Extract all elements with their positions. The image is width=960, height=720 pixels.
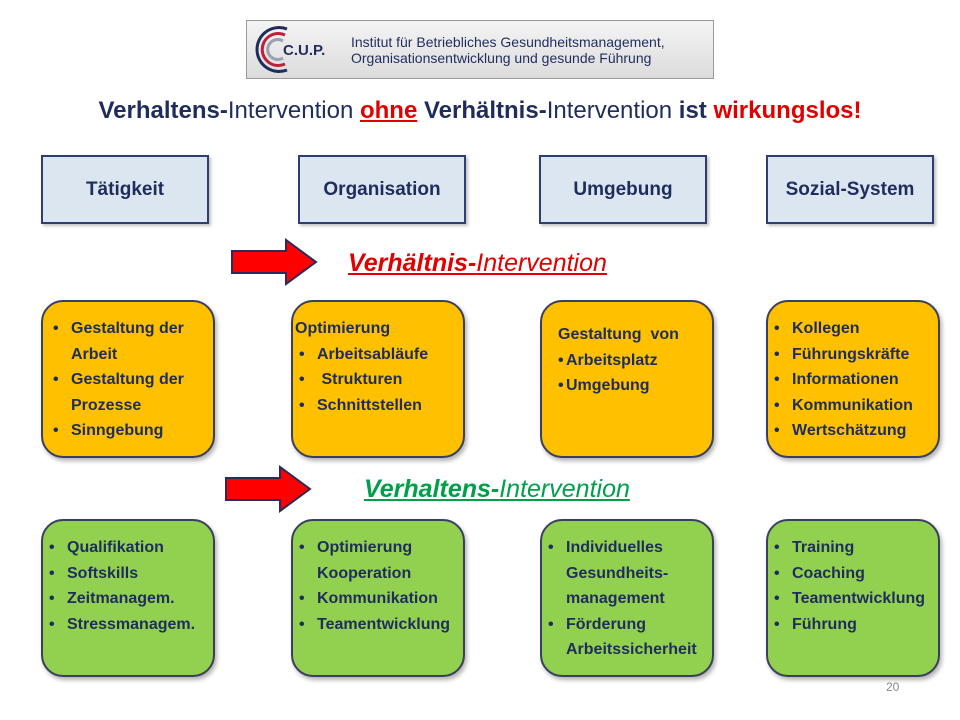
list-item: Individuelles xyxy=(544,535,712,561)
list-item: Kommunikation xyxy=(295,586,459,612)
list-item: Gestaltung der xyxy=(49,316,209,342)
headline-part7: wirkungslos! xyxy=(713,97,862,124)
headline-part2: Intervention xyxy=(227,97,360,124)
verhaltens-box-taetigkeit: Qualifikation Softskills Zeitmanagem. St… xyxy=(41,519,215,677)
list-item-continued: Gesundheits- xyxy=(566,564,669,582)
list-item: Training xyxy=(770,535,938,561)
verhaltens-box-sozial-system: Training Coaching Teamentwicklung Führun… xyxy=(766,519,940,677)
list-item-continued: Prozesse xyxy=(71,396,142,414)
list-item: Stressmanagem. xyxy=(45,612,209,638)
list-item: Qualifikation xyxy=(45,535,209,561)
list-item-continued: Arbeitssicherheit xyxy=(566,641,697,658)
page-number: 20 xyxy=(886,680,900,694)
list-item: Führung xyxy=(770,612,938,638)
list-item: Kommunikation xyxy=(770,393,934,419)
list-item-continued: management xyxy=(566,590,665,607)
verhaeltnis-box-umgebung: Gestaltung von Arbeitsplatz Umgebung xyxy=(540,300,714,458)
list-item: Arbeitsabläufe xyxy=(295,342,459,368)
list-item: Softskills xyxy=(45,561,209,587)
list-item: Coaching xyxy=(770,561,938,587)
list-item: Zeitmanagem. xyxy=(45,586,209,612)
headline-part5: Intervention xyxy=(546,97,679,124)
verhaeltnis-label-bold: Verhältnis- xyxy=(348,249,477,277)
list-item: Informationen xyxy=(770,367,934,393)
list-item: Umgebung xyxy=(558,373,708,399)
logo-brand: C.U.P. xyxy=(283,42,325,59)
verhaeltnis-intervention-label: Verhältnis-Intervention xyxy=(348,249,607,278)
logo-banner: C.U.P. Institut für Betriebliches Gesund… xyxy=(246,20,714,79)
list-item-continued: Arbeit xyxy=(71,345,118,363)
verhaeltnis-label-rest: Intervention xyxy=(476,249,607,277)
verhaeltnis-box-organisation: Optimierung Arbeitsabläufe Strukturen Sc… xyxy=(291,300,465,458)
list-item: Gestaltung der xyxy=(49,367,209,393)
verhaeltnis-box-sozial-system: Kollegen Führungskräfte Informationen Ko… xyxy=(766,300,940,458)
arrow-right-icon xyxy=(225,465,312,513)
verhaltens-intervention-label: Verhaltens-Intervention xyxy=(364,475,630,504)
verhaltens-box-organisation: Optimierung Kooperation Kommunikation Te… xyxy=(291,519,465,677)
list-item: Optimierung xyxy=(295,535,459,561)
logo-line-1: Institut für Betriebliches Gesundheitsma… xyxy=(351,33,665,50)
headline-part3: ohne xyxy=(359,97,418,124)
headline-part6: ist xyxy=(678,97,714,124)
list-item: Strukturen xyxy=(295,367,459,393)
verhaeltnis-box-taetigkeit: Gestaltung der Arbeit Gestaltung der Pro… xyxy=(41,300,215,458)
list-item: Arbeitsplatz xyxy=(558,348,708,374)
headline: Verhaltens-Intervention ohne Verhältnis-… xyxy=(0,97,960,125)
verhaltens-label-bold: Verhaltens- xyxy=(364,475,500,503)
box-heading: Optimierung xyxy=(295,320,391,337)
logo-line-2: Organisationsentwicklung und gesunde Füh… xyxy=(351,49,652,66)
verhaltens-box-umgebung: Individuelles Gesundheits- management Fö… xyxy=(540,519,714,677)
cup-logo-icon: C.U.P. xyxy=(255,26,325,73)
arrow-right-icon xyxy=(231,238,318,286)
list-item-continued: Kooperation xyxy=(317,564,412,582)
category-organisation: Organisation xyxy=(298,155,466,224)
list-item: Teamentwicklung xyxy=(770,586,938,612)
category-umgebung: Umgebung xyxy=(539,155,707,224)
verhaltens-label-rest: Intervention xyxy=(499,475,630,503)
list-item: Wertschätzung xyxy=(770,418,934,444)
category-taetigkeit: Tätigkeit xyxy=(41,155,209,224)
list-item: Kollegen xyxy=(770,316,934,342)
list-item: Sinngebung xyxy=(49,418,209,444)
headline-part1: Verhaltens- xyxy=(98,97,228,124)
list-item: Förderung xyxy=(544,612,712,638)
category-sozial-system: Sozial-System xyxy=(766,155,934,224)
list-item: Teamentwicklung xyxy=(295,612,459,638)
list-item: Führungskräfte xyxy=(770,342,934,368)
headline-part4: Verhältnis- xyxy=(417,97,547,124)
box-heading: Gestaltung von xyxy=(558,326,679,343)
list-item: Schnittstellen xyxy=(295,393,459,419)
logo-text: Institut für Betriebliches Gesundheitsma… xyxy=(351,34,665,66)
